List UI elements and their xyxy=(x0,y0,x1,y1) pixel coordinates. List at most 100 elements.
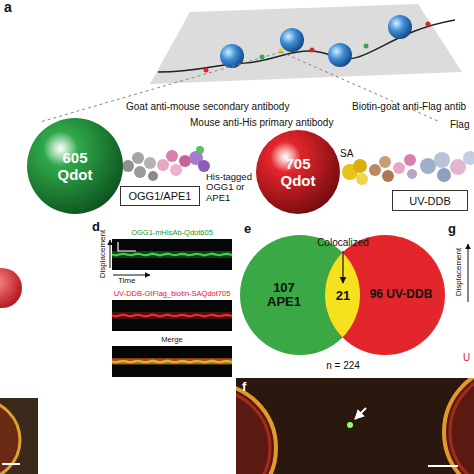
kymograph-image xyxy=(112,361,232,363)
secondary-antibody xyxy=(132,152,144,164)
node-text: 96 UV-DDB xyxy=(370,288,433,301)
axis-arrow xyxy=(110,240,111,268)
partial-label: U xyxy=(463,352,470,363)
blue-qdot xyxy=(220,44,244,68)
repair-protein xyxy=(196,146,204,154)
zoom-line xyxy=(281,52,440,122)
blue-qdot xyxy=(328,43,352,67)
panel-letter: a xyxy=(4,0,12,15)
part-label: SA xyxy=(340,148,353,159)
microscopy-image xyxy=(450,378,474,474)
uv-ddb-protein xyxy=(437,168,451,182)
damage-site xyxy=(364,44,369,49)
venn-circle: 96 UV-DDB xyxy=(325,235,445,355)
protein-box: OGG1/APE1 xyxy=(120,186,200,206)
flag-antibody xyxy=(382,170,394,182)
secondary-antibody xyxy=(148,171,158,181)
kymograph: UV-DDB-GtFlag_biotin-SAQdot705 xyxy=(112,289,232,331)
flag-antibody xyxy=(393,162,405,174)
kymograph-image xyxy=(112,312,232,319)
axis-arrow xyxy=(113,275,150,276)
kymograph-title: OGG1-mHisAb-Qdot605 xyxy=(131,228,213,237)
qdot-605: 605 Qdot xyxy=(27,118,123,214)
flag-antibody xyxy=(379,156,391,168)
kymograph-title: Merge xyxy=(161,335,182,344)
kymograph-image xyxy=(112,359,232,363)
circle-shape xyxy=(27,118,123,214)
primary-antibody xyxy=(166,150,178,162)
node-text: 605 Qdot xyxy=(55,150,95,183)
streptavidin xyxy=(353,159,367,173)
kymograph-image xyxy=(112,239,232,270)
glass-surface xyxy=(150,4,462,84)
flag-antibody xyxy=(407,169,417,179)
node-text: 107 APE1 xyxy=(262,281,306,310)
kymo-title-wrap: OGG1-mHisAb-Qdot605 xyxy=(131,228,213,237)
kymograph-image xyxy=(118,242,136,251)
axis-label: Time xyxy=(118,277,135,286)
text-wrap: 605 Qdot xyxy=(55,150,95,183)
partial-bead xyxy=(0,268,22,308)
microscopy-image xyxy=(428,465,458,467)
flag-antibody xyxy=(369,154,417,182)
protein-box: UV-DDB xyxy=(392,190,468,211)
part-label: Goat anti-mouse secondary antibody xyxy=(126,101,289,112)
flag-antibody xyxy=(404,154,416,166)
part-label: Biotin-goat anti-Flag antib xyxy=(352,101,466,112)
kymo-title-wrap: UV-DDB-GtFlag_biotin-SAQdot705 xyxy=(114,289,231,298)
sample-size: n = 224 xyxy=(326,360,360,371)
uv-ddb-protein xyxy=(420,158,436,174)
secondary-antibody xyxy=(122,160,134,172)
kymograph-image xyxy=(112,239,232,270)
microscopy-image xyxy=(236,384,276,474)
bottom-left-image xyxy=(0,400,20,474)
panel-letter: d xyxy=(92,220,100,234)
circle-shape xyxy=(325,235,445,355)
microscopy-image xyxy=(347,422,353,428)
uv-ddb-protein xyxy=(463,151,474,165)
glass-surface xyxy=(150,4,462,84)
secondary-antibody xyxy=(144,157,156,169)
secondary-antibody xyxy=(122,152,158,181)
damage-site xyxy=(426,22,431,27)
kymograph-image xyxy=(112,315,232,317)
venn-overlap xyxy=(325,235,445,355)
zoom-line xyxy=(40,52,281,122)
secondary-antibody xyxy=(134,166,146,178)
bottom-left-image xyxy=(2,463,20,465)
kymograph-image xyxy=(112,254,232,256)
repair-protein xyxy=(189,146,210,172)
kymograph-image xyxy=(112,251,232,258)
streptavidin xyxy=(342,159,368,185)
panel-letter: e xyxy=(244,222,251,236)
blue-qdot xyxy=(280,28,304,52)
bottom-left-image xyxy=(0,398,38,474)
kymograph-image xyxy=(112,346,232,377)
kymograph-image xyxy=(112,300,232,331)
kymo-title-wrap: Merge xyxy=(161,335,182,344)
kymograph: Merge xyxy=(112,335,232,377)
microscopy-image xyxy=(236,390,270,474)
part-label: Flag xyxy=(450,119,469,130)
node-text: OGG1/APE1 xyxy=(129,190,192,202)
part-label: Mouse anti-His primary antibody xyxy=(190,117,333,128)
primary-antibody xyxy=(170,164,182,176)
primary-antibody xyxy=(157,150,191,176)
axis-label: Displacement xyxy=(455,248,464,296)
node-text: UV-DDB xyxy=(409,195,451,207)
microscopy-image xyxy=(355,408,366,419)
text-wrap: 96 UV-DDB xyxy=(370,288,433,301)
repair-protein xyxy=(198,160,210,172)
text-wrap: 705 Qdot xyxy=(278,156,318,189)
partial-bead xyxy=(0,268,22,308)
microscopy-image xyxy=(236,378,474,474)
circle-shape xyxy=(256,130,340,214)
blue-qdot xyxy=(220,15,412,68)
flag-antibody xyxy=(369,164,381,176)
part-label: His-tagged OGG1 or APE1 xyxy=(206,172,262,203)
